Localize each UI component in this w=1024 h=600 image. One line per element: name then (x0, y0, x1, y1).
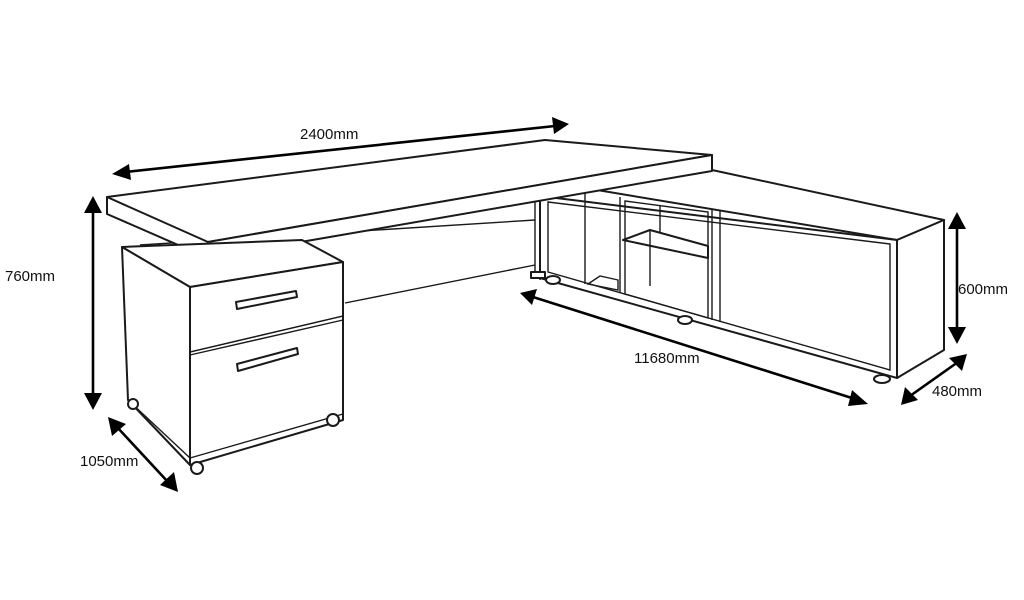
dimension-arrow-2400 (112, 117, 569, 180)
side-cabinet (539, 169, 945, 384)
desk-top (106, 139, 713, 259)
pedestal (121, 239, 344, 475)
cabinet-depth-label: 480mm (932, 383, 982, 400)
drawer-handle-top (235, 290, 298, 310)
caster-wheels (127, 398, 340, 475)
desk-width-label: 2400mm (300, 126, 358, 143)
dimension-arrow-760 (84, 196, 102, 410)
drawer-handle-bottom (236, 347, 299, 372)
dimension-arrow-600 (948, 212, 966, 344)
desk-height-label: 760mm (5, 268, 55, 285)
pedestal-depth-label: 1050mm (80, 453, 138, 470)
dimension-arrow-480 (901, 354, 967, 405)
cabinet-height-label: 600mm (958, 281, 1008, 298)
dimension-arrow-11680 (520, 289, 868, 406)
cabinet-length-label: 11680mm (634, 350, 700, 367)
dimension-arrow-1050 (108, 417, 178, 492)
